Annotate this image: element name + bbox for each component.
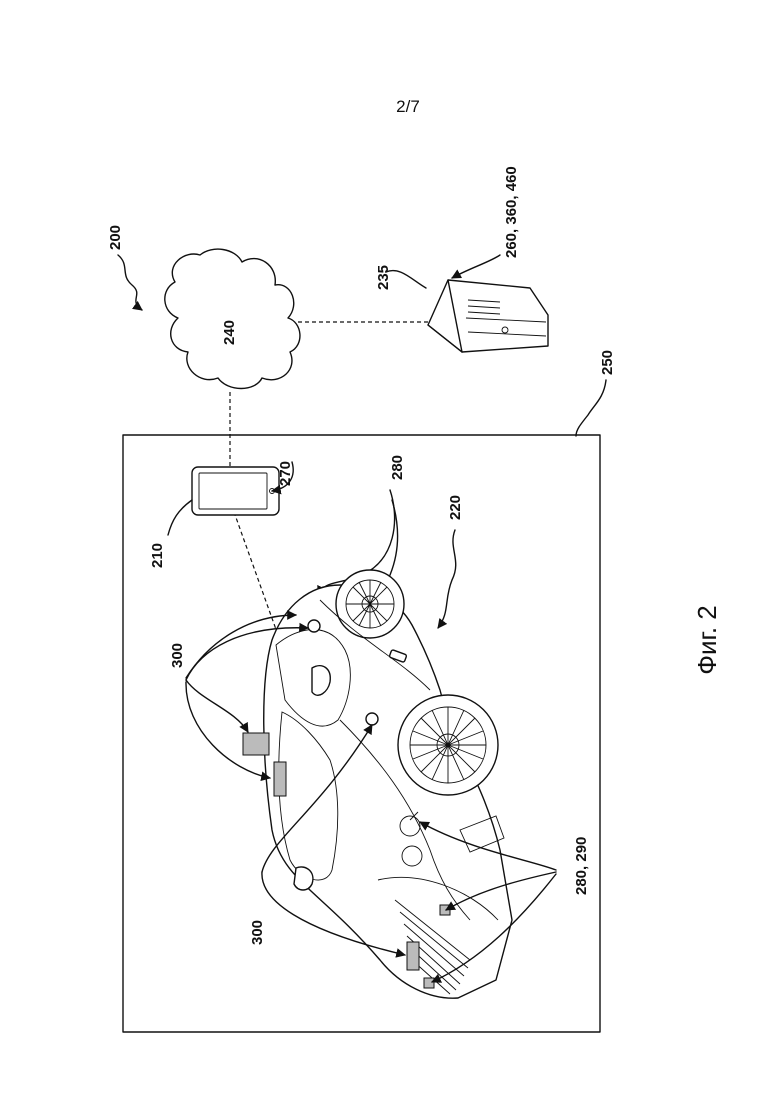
leader-260 [452,255,500,278]
label-280-top: 280 [389,455,406,480]
tablet-icon [192,467,279,515]
server-icon [428,280,548,352]
label-250: 250 [599,350,616,375]
leader-200 [118,255,142,310]
leader-300-top-b [186,682,270,778]
leader-210 [168,500,192,535]
label-300-bottom: 300 [249,920,266,945]
label-260-360-460: 260, 360, 460 [503,166,520,258]
leader-250 [576,380,606,436]
label-300-top: 300 [169,643,186,668]
figure-caption: Фиг. 2 [692,605,722,675]
label-220: 220 [447,495,464,520]
label-210: 210 [149,543,166,568]
label-280-290: 280, 290 [573,837,590,895]
leader-300-top-a [186,680,248,732]
label-240: 240 [221,320,238,345]
link-tablet-vehicle [234,512,278,635]
network-cloud-icon [165,249,300,388]
label-235: 235 [375,265,392,290]
leader-235 [386,271,426,288]
label-270: 270 [277,461,294,486]
page-number: 2/7 [396,97,420,116]
leader-220 [438,530,456,628]
vehicle-drawing [243,570,512,998]
label-200: 200 [107,225,124,250]
